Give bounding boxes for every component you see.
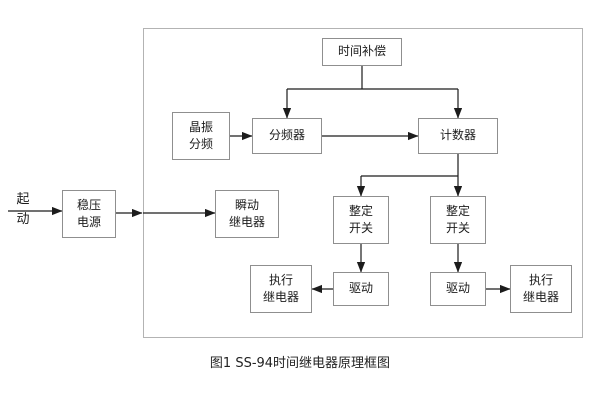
- block-counter: 计数器: [418, 118, 498, 154]
- block-time-compensation: 时间补偿: [322, 38, 402, 66]
- block-drive-right: 驱动: [430, 272, 486, 306]
- figure-caption: 图1 SS-94时间继电器原理框图: [209, 356, 391, 371]
- block-drive-left: 驱动: [333, 272, 389, 306]
- block-power-supply: 稳压 电源: [62, 190, 116, 238]
- block-exec-relay-right: 执行 继电器: [510, 265, 572, 313]
- block-frequency-divider: 分频器: [252, 118, 322, 154]
- block-setting-switch-right: 整定 开关: [430, 196, 486, 244]
- start-label: 起 动: [16, 192, 30, 227]
- block-exec-relay-left: 执行 继电器: [250, 265, 312, 313]
- block-crystal-divider: 晶振 分频: [172, 112, 230, 160]
- block-instant-relay: 瞬动 继电器: [215, 190, 279, 238]
- block-setting-switch-left: 整定 开关: [333, 196, 389, 244]
